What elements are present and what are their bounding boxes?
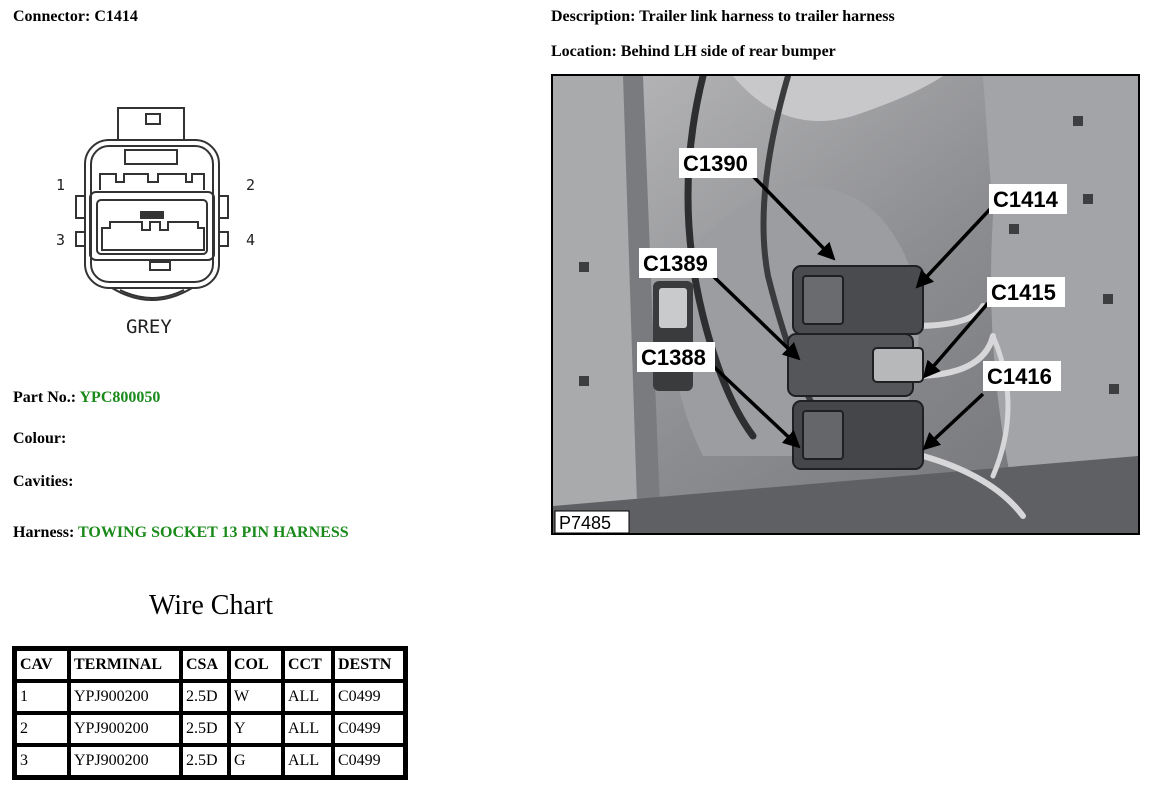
table-row: 2 YPJ900200 2.5D Y ALL C0499 [15, 713, 405, 745]
location-photo: C1390 C1414 C1389 C1415 C1388 C1416 P748… [551, 74, 1140, 535]
cell-col: W [229, 681, 283, 713]
arrow-c1388 [711, 364, 801, 449]
connector-color-label: GREY [126, 316, 172, 338]
harness-value: TOWING SOCKET 13 PIN HARNESS [78, 524, 349, 541]
arrow-c1389 [711, 274, 801, 361]
callout-c1390: C1390 [683, 151, 748, 176]
callout-c1416: C1416 [987, 364, 1052, 389]
cell-terminal: YPJ900200 [69, 713, 181, 745]
pin-1-label: 1 [56, 176, 65, 194]
table-row: 3 YPJ900200 2.5D G ALL C0499 [15, 745, 405, 777]
callout-c1388: C1388 [641, 345, 706, 370]
callout-c1389: C1389 [643, 251, 708, 276]
location-heading: Location: Behind LH side of rear bumper [551, 43, 836, 61]
wire-chart-title: Wire Chart [148, 590, 274, 621]
photo-reference: P7485 [559, 513, 611, 533]
cavities-line: Cavities: [13, 473, 73, 491]
cavities-label: Cavities: [13, 473, 74, 490]
cell-csa: 2.5D [181, 681, 229, 713]
connector-face-diagram: 1 2 3 4 GREY [56, 107, 255, 338]
header-terminal: TERMINAL [69, 649, 181, 681]
cell-cct: ALL [283, 713, 333, 745]
pin-4-label: 4 [246, 231, 255, 249]
header-cct: CCT [283, 649, 333, 681]
callout-c1414: C1414 [993, 187, 1059, 212]
connector-value: C1414 [94, 8, 138, 25]
arrow-c1416 [922, 392, 985, 451]
callout-c1415: C1415 [991, 280, 1056, 305]
header-csa: CSA [181, 649, 229, 681]
cell-destn: C0499 [333, 681, 405, 713]
part-no-label: Part No.: [13, 389, 77, 406]
connector-label: Connector: [13, 8, 91, 25]
harness-label: Harness: [13, 524, 75, 541]
cell-col: G [229, 745, 283, 777]
location-value: Behind LH side of rear bumper [620, 43, 836, 60]
description-label: Description: [551, 8, 636, 25]
cell-cav: 1 [15, 681, 69, 713]
description-value: Trailer link harness to trailer harness [639, 8, 895, 25]
arrow-c1390 [747, 170, 836, 261]
header-cav: CAV [15, 649, 69, 681]
wire-chart-table: CAV TERMINAL CSA COL CCT DESTN 1 YPJ9002… [12, 646, 408, 780]
cell-csa: 2.5D [181, 713, 229, 745]
pin-2-label: 2 [246, 176, 255, 194]
header-destn: DESTN [333, 649, 405, 681]
wire-chart-header-row: CAV TERMINAL CSA COL CCT DESTN [15, 649, 405, 681]
description-heading: Description: Trailer link harness to tra… [551, 8, 895, 26]
location-photo-illustration: C1390 C1414 C1389 C1415 C1388 C1416 P748… [553, 76, 1138, 533]
arrow-c1414 [915, 204, 995, 289]
harness-line: Harness: TOWING SOCKET 13 PIN HARNESS [13, 524, 349, 542]
colour-line: Colour: [13, 430, 66, 448]
header-col: COL [229, 649, 283, 681]
pin-3-label: 3 [56, 231, 65, 249]
cell-cav: 3 [15, 745, 69, 777]
part-no-value: YPC800050 [79, 389, 161, 406]
cell-cav: 2 [15, 713, 69, 745]
cell-destn: C0499 [333, 713, 405, 745]
connector-heading: Connector: C1414 [13, 8, 138, 26]
latch-outline [117, 107, 185, 140]
location-label: Location: [551, 43, 617, 60]
cell-destn: C0499 [333, 745, 405, 777]
cell-csa: 2.5D [181, 745, 229, 777]
cell-col: Y [229, 713, 283, 745]
table-row: 1 YPJ900200 2.5D W ALL C0499 [15, 681, 405, 713]
arrow-c1415 [922, 300, 991, 379]
cell-terminal: YPJ900200 [69, 681, 181, 713]
cell-terminal: YPJ900200 [69, 745, 181, 777]
cell-cct: ALL [283, 681, 333, 713]
cell-cct: ALL [283, 745, 333, 777]
colour-label: Colour: [13, 430, 67, 447]
part-no-line: Part No.: YPC800050 [13, 389, 160, 407]
